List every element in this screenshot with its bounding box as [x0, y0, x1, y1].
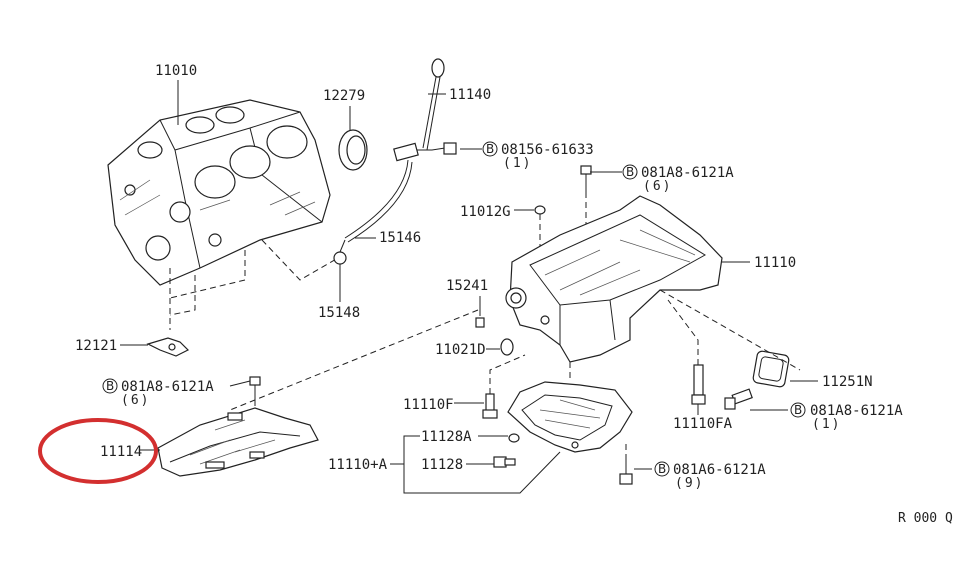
- bolt-mark-icon: B: [794, 403, 802, 417]
- bolt-mark-icon: B: [106, 379, 114, 393]
- upper-oil-pan-drawing: [505, 195, 723, 363]
- diagram-reference-code: R 000 Q: [898, 511, 953, 526]
- label-11114: 11114: [100, 444, 142, 460]
- qty-081A8-top: (6): [643, 179, 672, 194]
- dipstick-drawing: [333, 58, 457, 265]
- qty-081A8-left: (6): [121, 393, 150, 408]
- label-081A8-6121A-right: 081A8-6121A: [810, 403, 903, 419]
- label-11010: 11010: [155, 63, 197, 79]
- bolt-mark-icon: B: [626, 165, 634, 179]
- bolt-drawing-11110F: [482, 393, 498, 419]
- label-11012G: 11012G: [460, 204, 511, 220]
- label-15241: 15241: [446, 278, 488, 294]
- label-11110FA: 11110FA: [673, 416, 733, 432]
- bolt-drawing-right: [724, 388, 753, 410]
- label-15148: 15148: [318, 305, 360, 321]
- bolt-drawing-left: [249, 376, 261, 400]
- drain-bolt-drawing: [493, 456, 516, 468]
- qty-081A8-right: (1): [812, 417, 841, 432]
- label-11140: 11140: [449, 87, 491, 103]
- label-11128: 11128: [421, 457, 463, 473]
- bolt-mark-icon: B: [486, 142, 494, 156]
- label-11251N: 11251N: [822, 374, 873, 390]
- label-11021D: 11021D: [435, 342, 486, 358]
- bolt-drawing-top: [580, 165, 592, 192]
- bracket-12121-drawing: [146, 337, 190, 357]
- label-11110F: 11110F: [403, 397, 454, 413]
- label-11110: 11110: [754, 255, 796, 271]
- bolt-drawing-081A6: [619, 460, 633, 485]
- qty-08156: (1): [503, 156, 532, 171]
- qty-081A6: (9): [675, 476, 704, 491]
- oil-seal-drawing: [338, 129, 368, 171]
- label-11128A: 11128A: [421, 429, 472, 445]
- lower-oil-pan-drawing: [507, 381, 633, 453]
- label-081A8-6121A-top: 081A8-6121A: [641, 165, 734, 181]
- highlight-circle: [38, 418, 158, 484]
- label-12279: 12279: [323, 88, 365, 104]
- label-08156-61633: 08156-61633: [501, 142, 594, 158]
- label-15146: 15146: [379, 230, 421, 246]
- undercover-shield-drawing: [157, 407, 319, 477]
- label-11110-A: 11110+A: [328, 457, 388, 473]
- gasket-drawing: [752, 350, 790, 388]
- label-12121: 12121: [75, 338, 117, 354]
- label-081A8-6121A-left: 081A8-6121A: [121, 379, 214, 395]
- label-081A6-6121A: 081A6-6121A: [673, 462, 766, 478]
- bolt-mark-icon: B: [658, 462, 666, 476]
- cylinder-block-drawing: [107, 99, 331, 286]
- bolt-drawing-11110FA: [691, 364, 706, 405]
